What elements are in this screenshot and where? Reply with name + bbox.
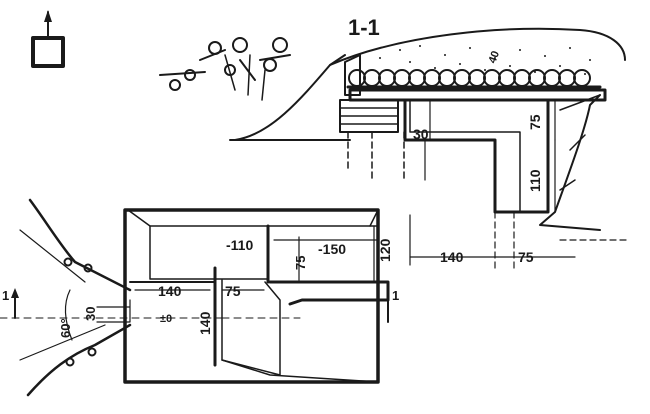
entrance-length-label: 140 (158, 283, 182, 299)
sector-angle-label: 60° (58, 318, 73, 338)
chamber-width-label: 120 (377, 238, 393, 262)
niche-width-label: 75 (293, 256, 308, 270)
floor-level-label: ±0 (160, 313, 172, 325)
cut-marker-left: 1 (2, 288, 19, 319)
embrasure-width-label: 30 (83, 307, 98, 321)
log-roof (344, 54, 602, 96)
section-chamber-outline (403, 98, 550, 214)
passage-length-label: 140 (440, 249, 464, 265)
plan-view: -110 -150 120 75 140 75 30 60° ±0 140 (0, 198, 393, 397)
earth-cover (379, 45, 591, 75)
vegetation-icon (159, 37, 291, 101)
entrance-revetment (339, 99, 405, 181)
roof-layer-label: 40 (487, 49, 502, 65)
passage-height-label: 110 (527, 169, 543, 192)
step-width-label: 75 (225, 283, 241, 299)
svg-text:1: 1 (2, 288, 9, 303)
north-arrow-icon (31, 10, 65, 68)
niche-depth-label: 75 (518, 249, 534, 265)
step-height-label: 30 (413, 126, 429, 142)
chamber-depth-label: 140 (197, 311, 213, 335)
passage-length-plan-label: -150 (318, 241, 346, 257)
niche-height-label: 75 (527, 114, 543, 130)
cut-marker-right: 1 (387, 288, 399, 323)
section-view: 40 30 75 110 140 75 (159, 27, 631, 271)
svg-text:1: 1 (392, 288, 399, 303)
ground-slope (234, 54, 346, 141)
chamber-length-label: -110 (226, 237, 253, 253)
section-title: 1-1 (348, 15, 380, 40)
